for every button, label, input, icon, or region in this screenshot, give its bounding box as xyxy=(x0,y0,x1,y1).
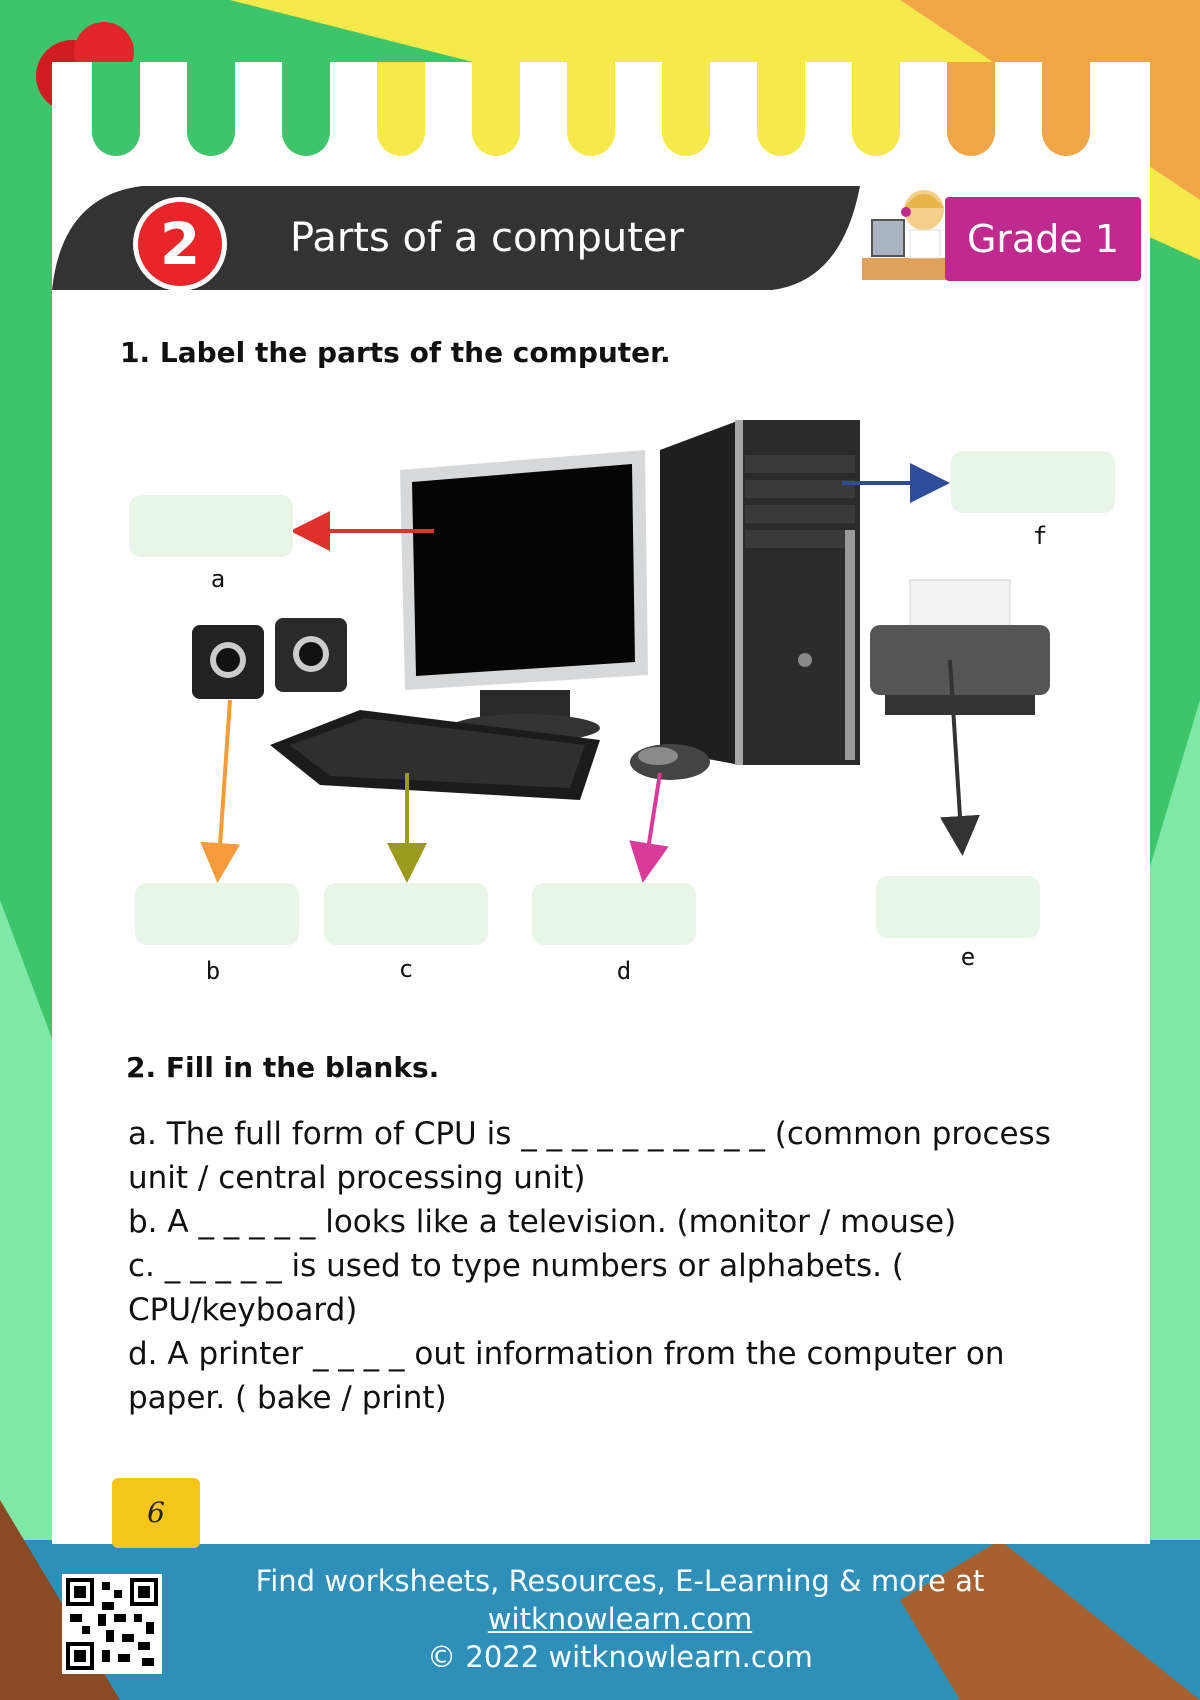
footer-line: Find worksheets, Resources, E-Learning &… xyxy=(255,1564,985,1598)
speakers-image xyxy=(192,618,347,699)
label-arrows xyxy=(200,463,980,883)
computer-illustration xyxy=(192,420,1050,800)
answer-box-e[interactable] xyxy=(876,876,1040,938)
fill-item-c: c. _ _ _ _ _ is used to type numbers or … xyxy=(128,1248,904,1328)
monitor-image xyxy=(400,450,648,742)
arrow-d xyxy=(629,772,669,883)
worksheet-paper xyxy=(52,62,1150,1544)
label-f: f xyxy=(1032,522,1048,550)
label-d: d xyxy=(616,957,632,985)
fill-item-b: b. A _ _ _ _ _ looks like a television. … xyxy=(128,1204,957,1240)
fill-item-d: d. A printer _ _ _ _ out information fro… xyxy=(128,1336,1005,1416)
kid-at-laptop-illustration xyxy=(862,190,962,280)
keyboard-image xyxy=(270,710,600,800)
footer-copyright: © 2022 witknowlearn.com xyxy=(427,1640,813,1674)
label-c: c xyxy=(398,955,414,983)
grade-badge: Grade 1 xyxy=(945,197,1141,281)
label-b: b xyxy=(205,957,221,985)
answer-box-f[interactable] xyxy=(951,451,1115,513)
answer-box-d[interactable] xyxy=(532,883,696,945)
page-title: Parts of a computer xyxy=(290,215,684,261)
fill-item-a: a. The full form of CPU is _ _ _ _ _ _ _… xyxy=(128,1116,1051,1196)
label-a: a xyxy=(210,565,226,593)
arrow-e xyxy=(940,659,980,856)
printer-image xyxy=(870,579,1050,715)
fill-in-blanks-list: a. The full form of CPU is _ _ _ _ _ _ _… xyxy=(128,1112,1098,1420)
label-e: e xyxy=(960,943,976,971)
footer: Find worksheets, Resources, E-Learning &… xyxy=(150,1562,1090,1676)
qr-code-icon xyxy=(62,1574,162,1674)
answer-box-a[interactable] xyxy=(129,495,293,557)
paper-scallops xyxy=(92,62,1090,156)
page-number-tag: 6 xyxy=(112,1478,200,1548)
mouse-image xyxy=(630,744,710,780)
header-band xyxy=(52,186,860,290)
answer-box-b[interactable] xyxy=(135,883,299,945)
question-2-heading: 2. Fill in the blanks. xyxy=(126,1051,440,1084)
footer-link[interactable]: witknowlearn.com xyxy=(487,1602,753,1636)
arrow-b xyxy=(200,699,241,883)
question-1-heading: 1. Label the parts of the computer. xyxy=(120,336,671,369)
cpu-tower-image xyxy=(660,420,860,765)
section-number-badge: 2 xyxy=(133,197,227,291)
answer-box-c[interactable] xyxy=(324,883,488,945)
